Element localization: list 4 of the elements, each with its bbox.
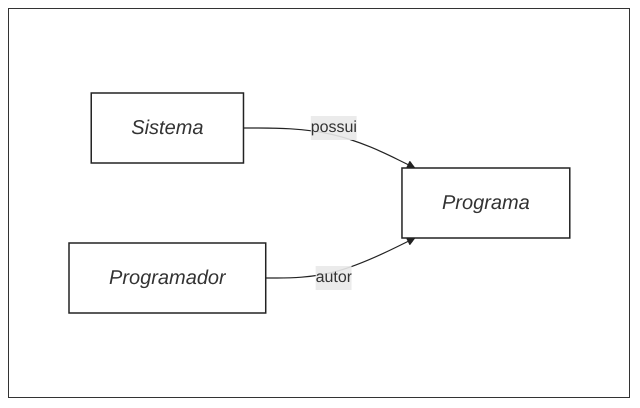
edge-label: possui [310,119,357,136]
node-box: Sistema [90,92,244,164]
edge-label: autor [315,269,352,286]
node-box: Programa [400,167,570,239]
